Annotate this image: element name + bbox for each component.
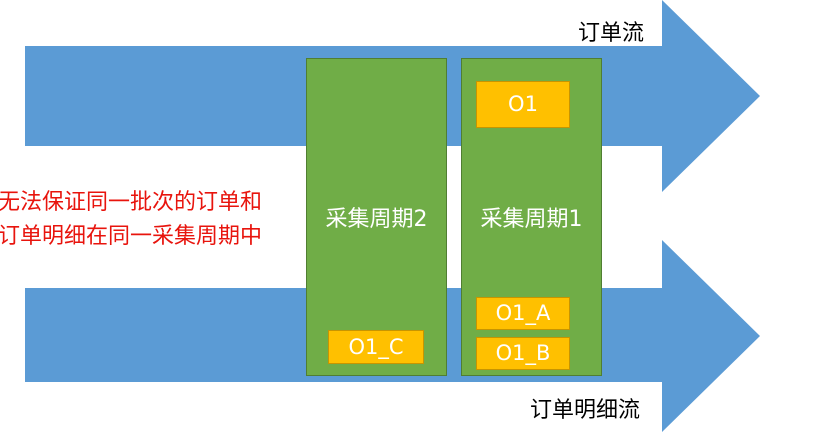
warning-note-line-2: 订单明细在同一采集周期中 [0, 224, 263, 249]
order-detail-box-o1-c [328, 330, 424, 364]
order-detail-flow-label: 订单明细流 [530, 398, 641, 423]
order-detail-box-o1-c-label: O1_C [348, 335, 404, 359]
order-box-o1-label: O1 [508, 92, 538, 116]
order-detail-box-o1-a [476, 297, 570, 330]
collection-period-1-label: 采集周期1 [480, 207, 583, 232]
order-box-o1 [476, 81, 570, 128]
order-flow-label: 订单流 [578, 21, 645, 46]
order-detail-box-o1-a-label: O1_A [495, 301, 551, 325]
warning-note: 无法保证同一批次的订单和 订单明细在同一采集周期中 [0, 186, 262, 254]
collection-period-2 [306, 58, 447, 376]
order-detail-box-o1-b [476, 337, 570, 370]
order-detail-box-o1-b-label: O1_B [495, 341, 551, 365]
warning-note-line-1: 无法保证同一批次的订单和 [0, 190, 263, 215]
collection-period-2-label: 采集周期2 [325, 207, 428, 232]
